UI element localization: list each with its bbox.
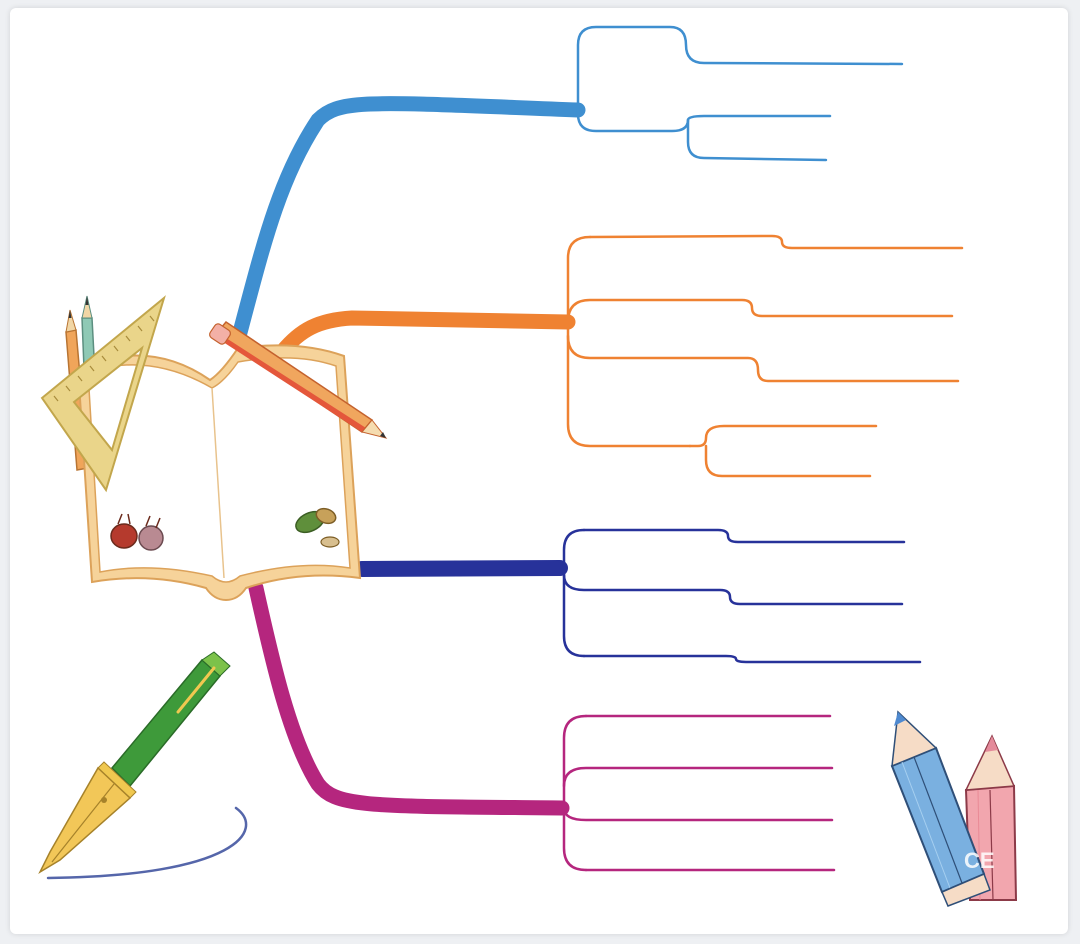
fountain-pen-icon	[40, 652, 246, 878]
branch-orange-leaf-4	[690, 426, 876, 446]
branch-navy-spine	[564, 530, 584, 656]
branch-blue-leaf-2	[688, 120, 826, 160]
branch-blue-trunk	[238, 104, 578, 340]
branch-navy-leaf-3	[584, 656, 920, 662]
branch-orange-leaf-5	[706, 446, 870, 476]
branch-magenta-leaf-3	[564, 808, 832, 820]
watermark-text: CE	[964, 848, 995, 873]
branch-orange-leaf-3	[568, 336, 958, 381]
branch-blue	[238, 27, 902, 340]
branch-blue-leaf-1	[578, 110, 830, 131]
branch-magenta	[256, 588, 834, 870]
mind-map-diagram: CE	[10, 8, 1068, 934]
branch-magenta-trunk	[256, 588, 562, 808]
branch-magenta-spine	[564, 716, 586, 870]
colored-pencils-icon: CE	[892, 712, 1016, 906]
branch-navy	[362, 530, 920, 662]
branch-magenta-leaf-2	[564, 768, 832, 786]
branch-navy-trunk	[362, 568, 560, 569]
mind-map-canvas: CE	[10, 8, 1068, 934]
branch-navy-leaf-2	[564, 575, 902, 604]
branch-orange-trunk	[282, 318, 568, 352]
branch-orange-leaf-1	[590, 236, 962, 248]
branch-orange	[282, 236, 962, 476]
branch-blue-fork	[578, 27, 902, 110]
branch-orange-leaf-2	[568, 300, 952, 322]
branch-orange-spine	[568, 237, 690, 446]
central-book-icon	[42, 296, 386, 600]
branch-navy-leaf-1	[584, 530, 904, 542]
